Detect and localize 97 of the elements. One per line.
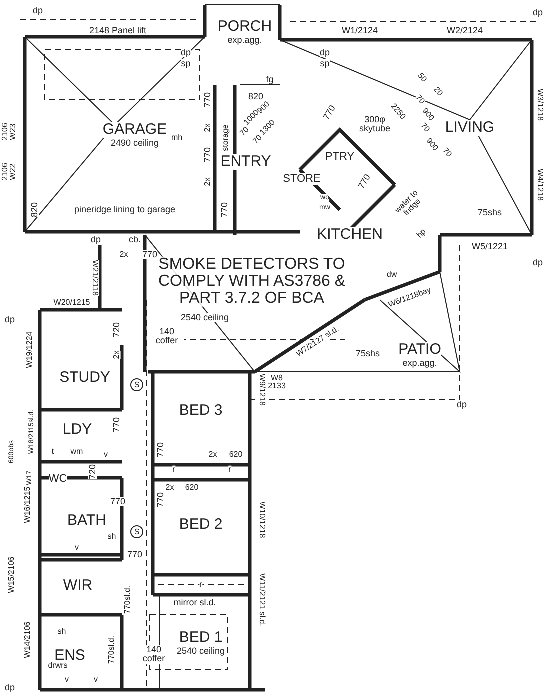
downpipe-label: dp — [181, 48, 191, 58]
dimension-label: 20 — [432, 86, 444, 98]
door-size-label: 770 — [156, 442, 166, 458]
door-size-label: 820 — [30, 202, 40, 218]
room-note: 2490 ceiling — [110, 138, 160, 148]
basin-label: v — [104, 450, 108, 460]
door-size-label: 2x — [166, 484, 174, 492]
door-size-label: 770 — [156, 492, 166, 508]
manhole-label: mh — [171, 134, 183, 142]
window-label: W3/1218 — [536, 88, 544, 122]
door-size-label: 620 — [229, 450, 243, 460]
window-label: W19/1224 — [26, 332, 34, 368]
door-size-label: 770 — [112, 417, 122, 433]
window-label: W21/2118 — [90, 260, 100, 296]
dishwasher-label: dw — [386, 270, 398, 280]
downpipe-label: dp — [320, 48, 330, 58]
note-text: SMOKE DETECTORS TO COMPLY WITH AS3786 & PART 3.7.2 OF BCA — [157, 256, 347, 308]
robe-label: r — [172, 466, 176, 474]
window-label: W15/2106 — [8, 556, 16, 594]
door-label: mirror sl.d. — [174, 598, 216, 608]
door-size-label: 720 — [88, 464, 98, 480]
dimension-label: 70 — [440, 146, 454, 160]
room-note: exp.agg. — [402, 358, 438, 368]
window-label: W16/1215 — [24, 486, 32, 524]
window-label: W10/1218 — [258, 502, 266, 538]
basin-label: v — [65, 676, 69, 684]
spreader-label: sp — [320, 59, 330, 69]
door-size-label: 620 — [185, 484, 199, 492]
dimension-label: 50 — [416, 72, 428, 84]
ceiling-note: 2540 ceiling — [180, 313, 230, 323]
cupboard-label: cb. — [129, 235, 141, 245]
post-label: 75shs — [356, 349, 380, 359]
note-text: pineridge lining to garage — [74, 205, 176, 215]
downpipe-label: dp — [5, 683, 15, 693]
robe-label: r — [200, 580, 202, 590]
window-label: W9/1218 — [258, 374, 266, 406]
tub-label: t — [52, 448, 54, 456]
door-size-label: 2x — [204, 124, 212, 132]
downpipe-label: dp — [33, 6, 43, 16]
basin-label: v — [75, 544, 79, 552]
window-label: W11/2121 sl.d. — [258, 574, 266, 626]
door-size-label: 2x — [112, 350, 122, 360]
window-label: W2/2124 — [446, 26, 484, 36]
room-name: ENTRY — [220, 154, 272, 170]
dimension-label: 70 — [238, 126, 252, 138]
door-size-label: 770 — [142, 250, 158, 260]
room-name: LIVING — [445, 120, 495, 136]
basin-label: v — [94, 676, 98, 684]
door-size-label: 770 — [322, 104, 338, 122]
door-size-label: 820 — [248, 92, 264, 102]
robe-label: r — [228, 466, 232, 474]
door-size-label: 770 — [127, 550, 143, 560]
post-label: 75shs — [478, 208, 502, 218]
room-name: WC — [48, 473, 68, 485]
downpipe-label: dp — [457, 400, 467, 410]
downpipe-label: dp — [533, 258, 543, 268]
dimension-label: 900 — [420, 107, 436, 123]
window-label: W20/1215 — [54, 298, 90, 308]
spreader-label: sp — [181, 59, 191, 69]
downpipe-label: dp — [5, 315, 15, 325]
smoke-detector-mark: S — [130, 526, 144, 538]
door-size-label: 770sl.d. — [124, 586, 132, 614]
room-name: PATIO — [398, 342, 442, 358]
hotplate-label: hp — [416, 228, 428, 240]
door-size-label: 770 — [203, 92, 213, 108]
door-size-label: 2x — [120, 250, 128, 260]
window-label: W1/2124 — [342, 26, 378, 36]
window-label: W14/2106 — [24, 622, 32, 658]
window-label: W5/1221 — [472, 242, 508, 252]
smoke-detector-mark: S — [130, 378, 144, 392]
room-name: GARAGE — [102, 122, 168, 138]
door-size-label: 2x — [208, 450, 218, 460]
dimension-label: 70 — [418, 122, 432, 134]
window-label: W4/1218 — [536, 168, 544, 202]
room-name: STORE — [283, 173, 321, 185]
drawers-label: drwrs — [48, 662, 68, 670]
shower-label: sh — [58, 628, 66, 636]
room-note: 2540 ceiling — [176, 646, 226, 656]
room-name: PTRY — [325, 151, 355, 163]
dimension-label: 70 — [414, 94, 426, 106]
shower-label: sh — [108, 532, 116, 542]
door-size-label: 770 — [357, 173, 373, 191]
washing-machine-label: wm — [70, 448, 84, 456]
downpipe-label: dp — [533, 8, 543, 18]
door-size-label: 770sl.d. — [108, 636, 116, 664]
door-label: 2148 Panel lift — [89, 26, 147, 36]
dimension-label: 70 — [252, 134, 264, 146]
room-note: exp.agg. — [228, 35, 262, 45]
door-size-label: 770 — [220, 202, 230, 218]
room-name: KITCHEN — [317, 227, 383, 243]
downpipe-label: dp — [91, 235, 101, 245]
door-size-label: 770 — [203, 147, 213, 163]
glazing-label: fg — [266, 75, 274, 85]
door-size-label: 2x — [204, 178, 212, 186]
door-size-label: 720 — [112, 322, 122, 338]
door-size-label: 770 — [110, 497, 126, 507]
dimension-label: 900 — [424, 137, 440, 153]
